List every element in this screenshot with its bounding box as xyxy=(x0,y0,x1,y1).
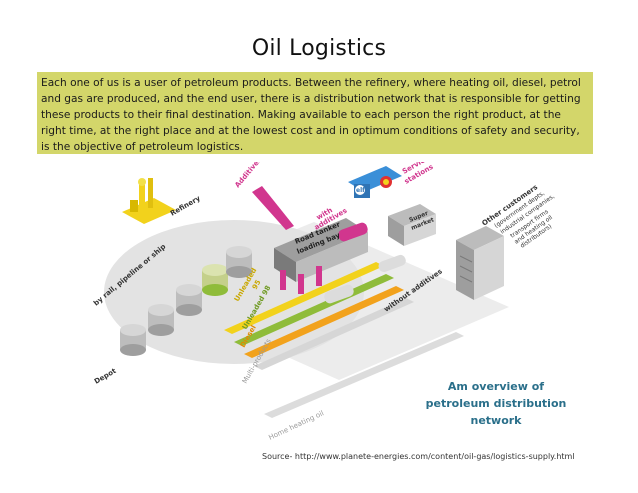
supermarket-building xyxy=(388,204,436,246)
additives-label: Additives xyxy=(233,162,263,189)
page-title: Oil Logistics xyxy=(251,36,387,61)
other-customers-building xyxy=(456,226,504,300)
caption-line-3: network xyxy=(470,414,522,427)
depot-label: Depot xyxy=(93,367,118,386)
tanker-trucks xyxy=(324,222,406,304)
logistics-diagram: Refinery by rail, pipeline or ship Depot… xyxy=(92,162,556,442)
caption-line-1: Am overview of xyxy=(447,380,545,393)
refinery-label: Refinery xyxy=(169,194,202,218)
refinery-icon xyxy=(122,178,176,224)
additives-arrow xyxy=(252,186,294,230)
unleaded-95-label-2: 95 xyxy=(251,278,263,291)
caption-line-2: petroleum distribution xyxy=(425,397,567,410)
product-lanes xyxy=(224,262,464,418)
intro-text-box: Each one of us is a user of petroleum pr… xyxy=(37,72,593,154)
depot-tanks xyxy=(120,246,252,356)
diagram-caption: Am overview of petroleum distribution ne… xyxy=(418,378,574,429)
service-station xyxy=(348,166,402,198)
source-citation: Source- http://www.planete-energies.com/… xyxy=(262,452,575,461)
elf-logo-text: elf xyxy=(356,187,365,194)
